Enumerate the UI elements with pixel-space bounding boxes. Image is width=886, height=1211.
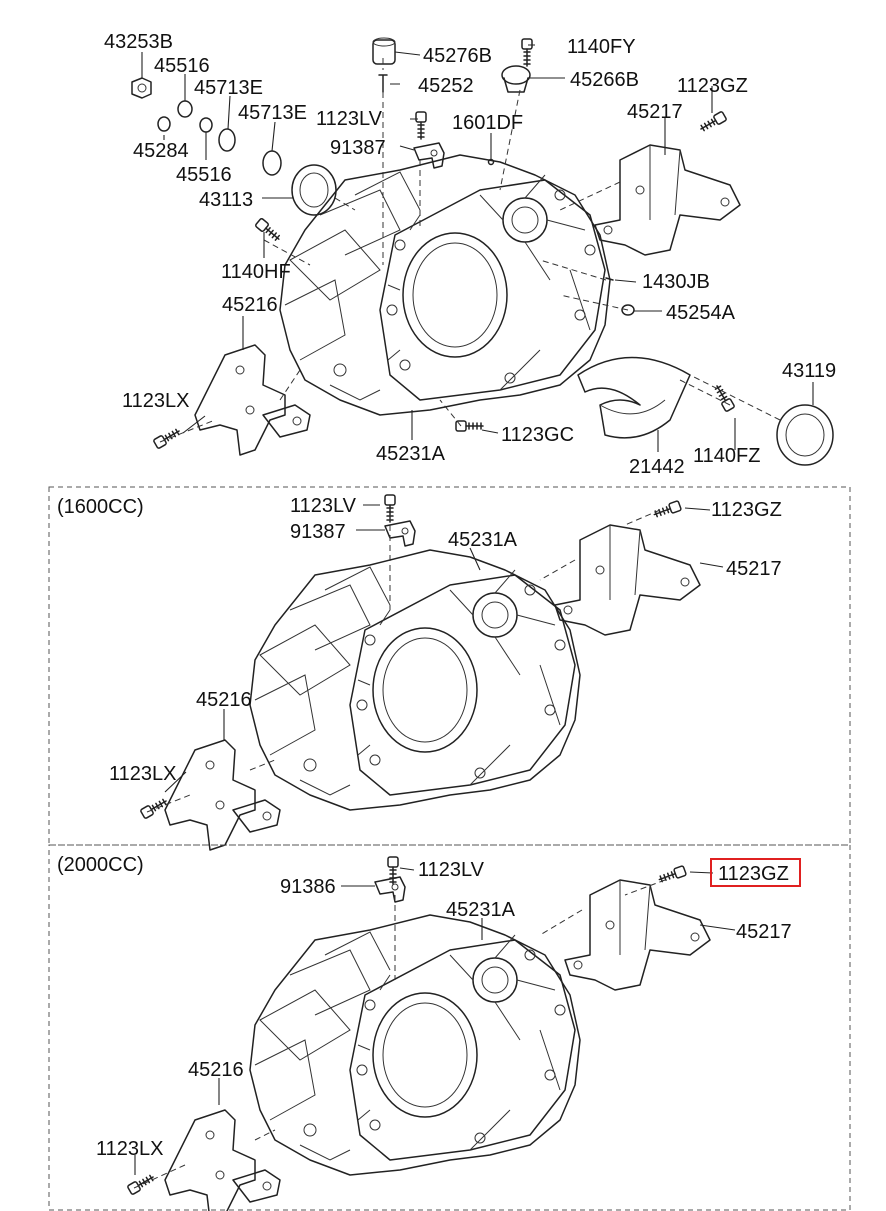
bracket-45216 bbox=[164, 1109, 281, 1211]
bracket-91387 bbox=[384, 520, 416, 547]
label-1430JB: 1430JB bbox=[642, 271, 710, 293]
seal-43119 bbox=[776, 404, 834, 466]
bolt-1140FY bbox=[521, 38, 533, 67]
label-1123LX: 1123LX bbox=[109, 763, 176, 785]
cap-45266B bbox=[501, 65, 531, 93]
case-45231A bbox=[249, 549, 581, 811]
label-45516: 45516 bbox=[154, 55, 210, 77]
highlight-box bbox=[710, 858, 801, 887]
bolt-1123GZ bbox=[697, 110, 728, 135]
label-45713E-b: 45713E bbox=[238, 102, 307, 124]
ring-45713Eb bbox=[262, 150, 282, 176]
label-1123LX: 1123LX bbox=[96, 1138, 163, 1160]
label-1601DF: 1601DF bbox=[452, 112, 523, 134]
label-45217: 45217 bbox=[736, 921, 792, 943]
ring-45516b bbox=[199, 117, 213, 133]
bolt-1123LX bbox=[126, 1171, 157, 1196]
ring-45516a bbox=[177, 100, 193, 118]
label-45516-b: 45516 bbox=[176, 164, 232, 186]
label-1123GC: 1123GC bbox=[501, 424, 574, 446]
case-45231A bbox=[279, 154, 611, 416]
label-45217: 45217 bbox=[627, 101, 683, 123]
label-43113: 43113 bbox=[199, 189, 253, 211]
ring-45284 bbox=[157, 116, 171, 132]
label-43253B: 43253B bbox=[104, 31, 173, 53]
label-1123LV: 1123LV bbox=[290, 495, 357, 517]
label-45284: 45284 bbox=[133, 140, 189, 162]
label-1140FZ: 1140FZ bbox=[693, 445, 760, 467]
bolt-1123LX bbox=[152, 425, 183, 450]
bracket-45217 bbox=[554, 524, 701, 636]
seal-43113 bbox=[291, 164, 337, 216]
label-45216: 45216 bbox=[222, 294, 278, 316]
label-91387: 91387 bbox=[290, 521, 346, 543]
label-45254A: 45254A bbox=[666, 302, 736, 324]
section-2000cc-frame bbox=[48, 844, 851, 1211]
label-91387: 91387 bbox=[330, 137, 386, 159]
bolt-1123GC bbox=[455, 420, 484, 432]
case-45231A bbox=[249, 914, 581, 1176]
label-45231A: 45231A bbox=[376, 443, 446, 465]
label-1123LV: 1123LV bbox=[418, 859, 485, 881]
label-1140HF: 1140HF bbox=[221, 261, 291, 283]
label-45231A: 45231A bbox=[446, 899, 516, 921]
bolt-1123LV bbox=[387, 856, 399, 885]
section-2000cc: (2000CC) 1123LV 91386 45231A 1123GZ 4521… bbox=[48, 844, 851, 1211]
label-1123GZ: 1123GZ bbox=[677, 75, 748, 97]
label-91386: 91386 bbox=[280, 876, 336, 898]
pin-1430JB bbox=[605, 277, 614, 281]
bracket-45217 bbox=[594, 144, 741, 256]
label-1123LX: 1123LX bbox=[122, 390, 189, 412]
ring-45713Ea bbox=[218, 128, 236, 152]
bracket-45216 bbox=[164, 739, 281, 851]
label-1123GZ-highlighted[interactable]: 1123GZ bbox=[718, 863, 789, 885]
nut-43253B bbox=[131, 77, 152, 99]
label-45276B: 45276B bbox=[423, 45, 492, 67]
bracket-91387 bbox=[413, 142, 445, 169]
plug-45254A bbox=[621, 304, 635, 316]
top-section: 43253B 45516 45713E 45713E 45284 45516 4… bbox=[104, 31, 836, 478]
label-45231A: 45231A bbox=[448, 529, 518, 551]
bracket-45216 bbox=[194, 344, 311, 456]
pin-45252 bbox=[378, 74, 388, 93]
bolt-1123LX bbox=[139, 795, 170, 820]
label-43119: 43119 bbox=[782, 360, 836, 382]
label-45217: 45217 bbox=[726, 558, 782, 580]
bolt-1123LV bbox=[415, 111, 427, 140]
label-45216: 45216 bbox=[188, 1059, 244, 1081]
section-1600cc-title: (1600CC) bbox=[57, 496, 144, 518]
cover-21442 bbox=[577, 356, 691, 439]
dowel-1601DF bbox=[487, 158, 495, 166]
section-2000cc-title: (2000CC) bbox=[57, 854, 144, 876]
label-21442: 21442 bbox=[629, 456, 685, 478]
bracket-91386 bbox=[374, 876, 406, 903]
section-1600cc: (1600CC) 1123LV 91387 45231A 1123GZ 4521… bbox=[48, 486, 851, 851]
bolt-1123GZ bbox=[651, 499, 683, 520]
label-1140FY: 1140FY bbox=[567, 36, 636, 58]
bolt-1140HF bbox=[254, 217, 283, 244]
label-45266B: 45266B bbox=[570, 69, 639, 91]
label-45216: 45216 bbox=[196, 689, 252, 711]
label-1123GZ: 1123GZ bbox=[711, 499, 782, 521]
bracket-45217 bbox=[564, 879, 711, 991]
label-1123LV: 1123LV bbox=[316, 108, 383, 130]
label-45252: 45252 bbox=[418, 75, 474, 97]
label-45713E: 45713E bbox=[194, 77, 263, 99]
plug-45276B bbox=[372, 37, 396, 65]
